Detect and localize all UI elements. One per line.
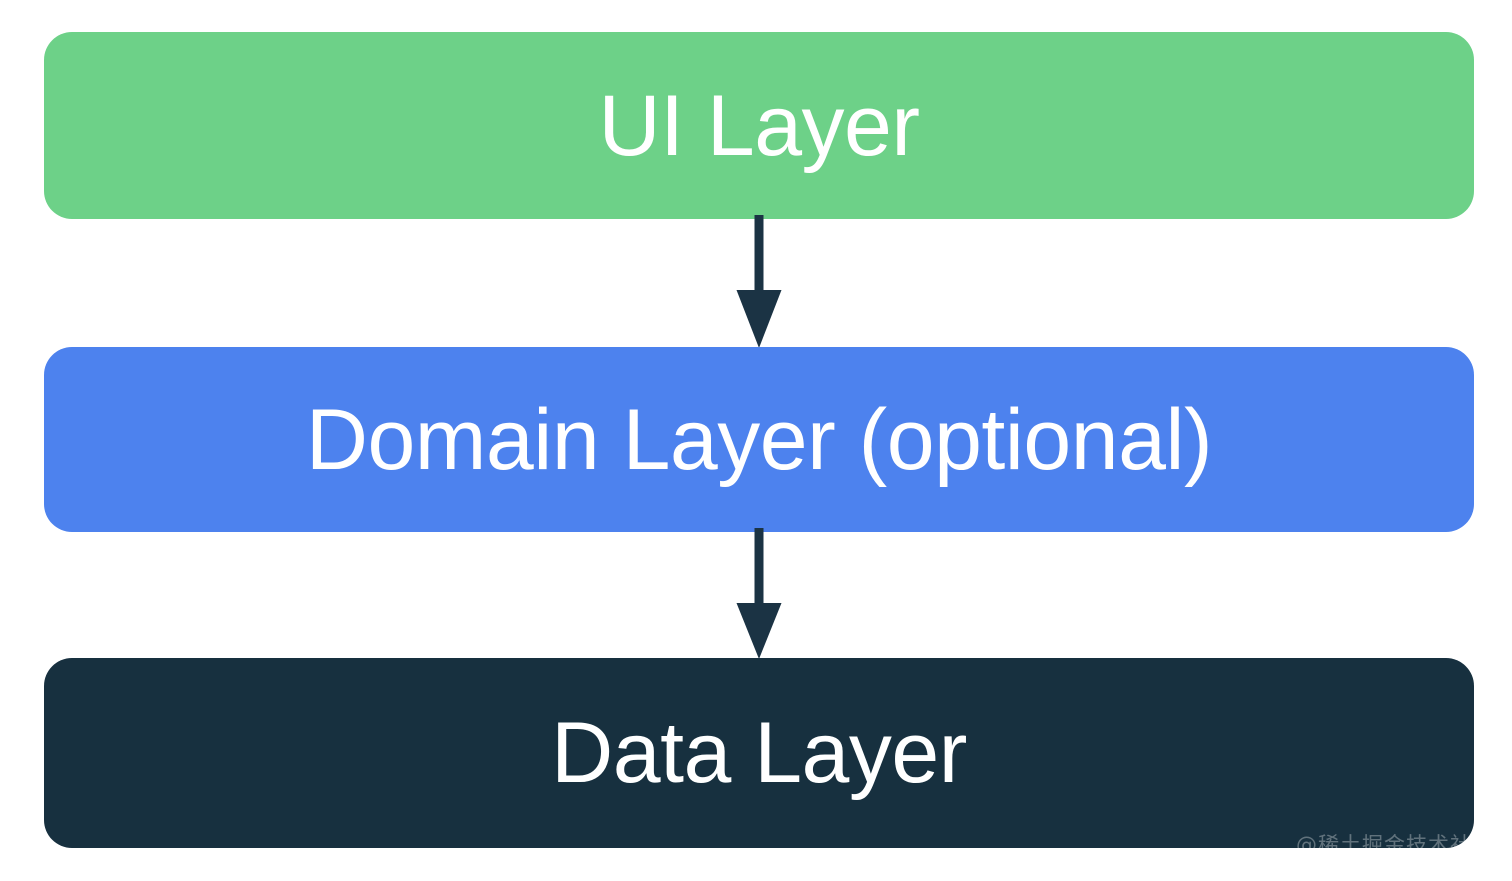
arrow-down-icon [736, 528, 782, 659]
layer-box-data[interactable]: Data Layer [44, 658, 1474, 848]
layer-label-data: Data Layer [551, 705, 967, 801]
layer-label-domain: Domain Layer (optional) [305, 391, 1213, 488]
arrow-down-icon [736, 215, 782, 348]
layer-label-ui: UI Layer [598, 77, 920, 174]
layer-box-domain[interactable]: Domain Layer (optional) [44, 347, 1474, 532]
arrow-domain-to-data [714, 528, 804, 662]
watermark: @稀土掘金技术社区 [1296, 833, 1494, 857]
arrow-ui-to-domain [714, 215, 804, 351]
layer-box-ui[interactable]: UI Layer [44, 32, 1474, 219]
